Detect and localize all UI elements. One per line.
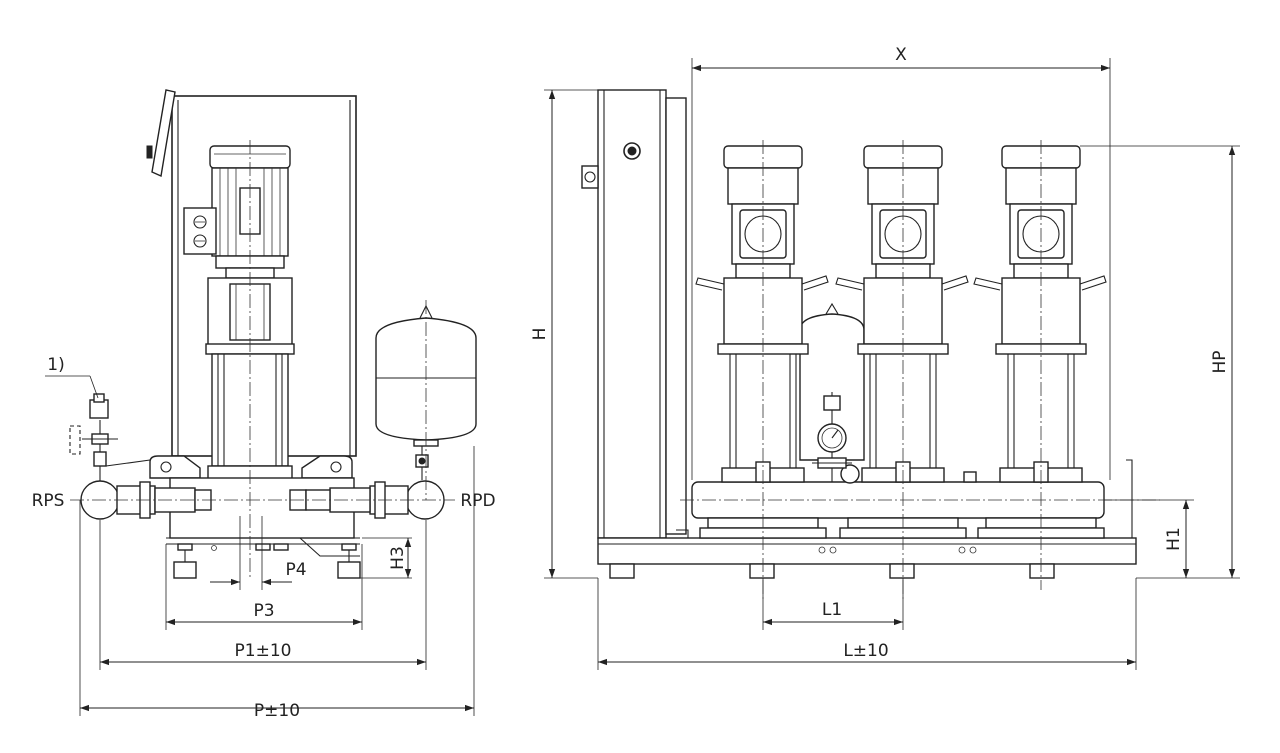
label-L1: L1 bbox=[822, 600, 842, 620]
label-note-1: 1) bbox=[47, 355, 64, 375]
label-H1: H1 bbox=[1164, 527, 1184, 551]
front-base-plate bbox=[597, 459, 1137, 579]
front-control-cabinet bbox=[581, 89, 687, 539]
side-motor bbox=[183, 145, 291, 279]
suction-valve-assembly bbox=[69, 393, 151, 481]
label-L: L±10 bbox=[843, 641, 888, 661]
label-HP: HP bbox=[1210, 350, 1230, 373]
label-X: X bbox=[895, 45, 907, 65]
label-RPD: RPD bbox=[460, 491, 495, 511]
label-P3: P3 bbox=[253, 601, 274, 621]
label-P4: P4 bbox=[285, 560, 306, 580]
label-P: P±10 bbox=[254, 701, 300, 721]
front-pump-unit-3 bbox=[973, 145, 1107, 539]
label-H3: H3 bbox=[388, 546, 408, 570]
side-view: P±10 P1±10 P3 P4 H3 RPS RPD 1) bbox=[32, 89, 496, 721]
label-H: H bbox=[530, 328, 550, 341]
front-gauge-assembly bbox=[812, 392, 860, 484]
label-P1: P1±10 bbox=[235, 641, 292, 661]
front-view: X H HP H1 L1 L±10 bbox=[530, 45, 1240, 670]
label-RPS: RPS bbox=[32, 491, 65, 511]
